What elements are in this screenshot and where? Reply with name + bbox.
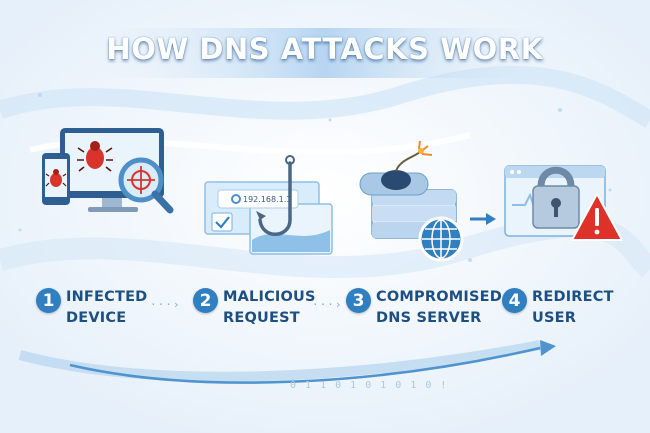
step-2-label: MALICIOUS REQUEST [223,287,316,329]
connector-2-3: ···› [312,298,343,311]
step-3-number: 3 [346,288,371,313]
phishing-hook-icon: 192.168.1.1 [204,155,333,255]
step-1-label: INFECTED DEVICE [66,287,147,329]
locked-browser-warning-icon [504,165,623,241]
step-2-label-line2: REQUEST [223,310,300,326]
connector-1-2: ···› [150,298,181,311]
step-3: 3 COMPROMISED DNS SERVER [346,287,502,329]
step-1-number: 1 [36,288,61,313]
step-4-label-line2: USER [532,310,577,326]
step-2: 2 MALICIOUS REQUEST [193,287,316,329]
infected-computer-icon [42,128,174,214]
bomb-server-icon [359,140,496,262]
step-1-label-line1: INFECTED [66,289,148,305]
step-3-label-line2: DNS SERVER [376,310,482,326]
step-1-label-line2: DEVICE [66,310,127,326]
step-4-number: 4 [502,288,527,313]
step-3-label: COMPROMISED DNS SERVER [376,287,502,329]
address-bar-text: 192.168.1.1 [243,195,291,204]
step-4: 4 REDIRECT USER [502,287,614,329]
step-1: 1 INFECTED DEVICE [36,287,147,329]
step-4-label: REDIRECT USER [532,287,614,329]
step-2-number: 2 [193,288,218,313]
step-2-label-line1: MALICIOUS [223,289,316,305]
step-4-label-line1: REDIRECT [532,289,614,305]
step-3-label-line1: COMPROMISED [376,289,502,305]
page-title: HOW DNS ATTACKS WORK [106,32,544,66]
binary-decoration: 0 1 1 0 1 0 1 0 1 0 ! [290,380,448,391]
